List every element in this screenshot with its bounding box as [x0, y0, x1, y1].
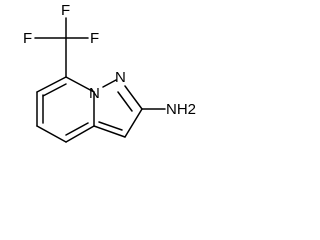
bond-c7-n-bridge — [65, 76, 95, 93]
structure-canvas: F F F N N NH2 — [0, 0, 202, 174]
atom-n-ring: N — [115, 69, 126, 86]
bond-c6-c7-double — [42, 83, 67, 97]
atom-amine: NH2 — [166, 101, 196, 118]
bond-c6-c7 — [36, 76, 67, 93]
atom-f-left: F — [23, 30, 32, 47]
bond-c3a-c4-double — [65, 122, 89, 136]
bond-n-ring-c2 — [124, 85, 143, 110]
bond-c3a-c4 — [65, 125, 95, 143]
molecule-structure: F F F N N NH2 — [23, 2, 196, 143]
bond-c4-c5 — [36, 125, 67, 143]
atom-n-bridge: N — [89, 85, 100, 102]
atom-f-top: F — [61, 2, 70, 19]
bond-n-bridge-n-ring — [102, 79, 117, 88]
bond-n-ring-c2-double — [117, 91, 133, 112]
bond-c3-c3a — [93, 125, 126, 138]
bond-c2-c3 — [124, 108, 143, 138]
atom-f-right: F — [90, 30, 99, 47]
bond-c3-c3a-double — [98, 121, 123, 131]
